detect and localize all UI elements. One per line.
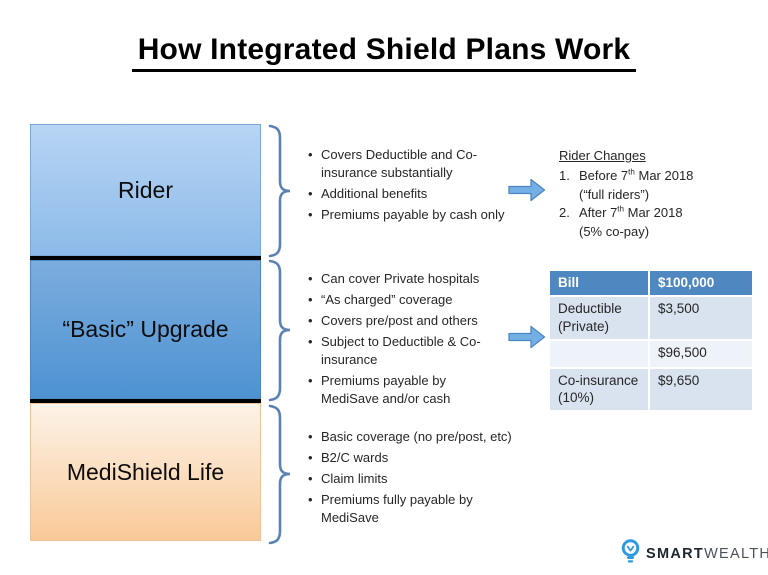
brace-icon [267, 404, 293, 545]
brace-icon [267, 124, 293, 258]
bullet-item: Covers Deductible and Co-insurance subst… [307, 146, 507, 182]
bullet-item: Premiums fully payable by MediSave [307, 491, 521, 527]
rider-changes-heading: Rider Changes [559, 148, 646, 163]
bullet-item: “As charged” coverage [307, 291, 507, 309]
right-arrow-icon [508, 177, 546, 203]
list-item-number: 2. [559, 205, 570, 221]
bill-table: Bill $100,000 Deductible (Private) $3,50… [548, 269, 754, 412]
lightbulb-icon [620, 538, 641, 570]
list-item-line: Before 7th Mar 2018 [579, 168, 694, 184]
list-item-note: (5% co-pay) [579, 223, 650, 239]
bullet-list-rider: Covers Deductible and Co-insurance subst… [307, 146, 507, 227]
bullet-item: Covers pre/post and others [307, 312, 507, 330]
bullet-item: Subject to Deductible & Co-insurance [307, 333, 507, 369]
layer-label-rider: Rider [118, 176, 173, 203]
page-title: How Integrated Shield Plans Work [131, 33, 637, 72]
table-cell: $9,650 [650, 368, 752, 411]
bullet-item: Premiums payable by cash only [307, 206, 507, 224]
logo-text-smart: SMART [646, 546, 705, 562]
layer-label-basic-upgrade: “Basic” Upgrade [62, 316, 229, 342]
table-cell: $3,500 [650, 297, 752, 339]
bullet-item: Claim limits [307, 470, 521, 488]
list-item: 1. Before 7th Mar 2018 (“full riders”) [559, 167, 761, 204]
right-arrow-icon [508, 324, 546, 350]
table-row: Deductible (Private) $3,500 [550, 297, 752, 339]
divider-line [30, 256, 261, 260]
bullet-list-medishield-life: Basic coverage (no pre/post, etc) B2/C w… [307, 428, 521, 530]
table-cell: $96,500 [650, 340, 752, 367]
smartwealth-logo: SMARTWEALTH [620, 538, 768, 570]
bullet-item: B2/C wards [307, 449, 521, 467]
title-wrap: How Integrated Shield Plans Work [0, 33, 768, 72]
bullet-list-basic-upgrade: Can cover Private hospitals “As charged”… [307, 270, 507, 411]
divider-line [30, 399, 261, 403]
list-item-body: After 7th Mar 2018 (5% co-pay) [579, 204, 683, 241]
logo-text: SMARTWEALTH [646, 546, 768, 562]
layer-label-medishield-life: MediShield Life [66, 458, 225, 485]
list-item: 2. After 7th Mar 2018 (5% co-pay) [559, 204, 761, 241]
layer-box-basic-upgrade: “Basic” Upgrade [30, 260, 261, 399]
plan-stack: Rider “Basic” Upgrade MediShield Life [30, 124, 261, 541]
brace-icon [267, 259, 293, 402]
table-cell [550, 340, 648, 367]
bullet-item: Additional benefits [307, 185, 507, 203]
layer-box-medishield-life: MediShield Life [30, 403, 261, 541]
table-cell: Deductible (Private) [550, 297, 648, 339]
table-header-cell: $100,000 [650, 271, 752, 295]
logo-text-wealth: WEALTH [704, 546, 768, 562]
rider-changes-note: Rider Changes 1. Before 7th Mar 2018 (“f… [559, 147, 761, 241]
layer-box-rider: Rider [30, 124, 261, 256]
table-cell: Co-insurance (10%) [550, 368, 648, 411]
bullet-item: Basic coverage (no pre/post, etc) [307, 428, 521, 446]
table-row: Co-insurance (10%) $9,650 [550, 368, 752, 411]
list-item-number: 1. [559, 168, 570, 184]
list-item-line: After 7th Mar 2018 [579, 205, 683, 221]
table-header-cell: Bill [550, 271, 648, 295]
bullet-item: Premiums payable by MediSave and/or cash [307, 372, 507, 408]
table-header-row: Bill $100,000 [550, 271, 752, 295]
table-row: $96,500 [550, 340, 752, 367]
list-item-note: (“full riders”) [579, 186, 650, 202]
bullet-item: Can cover Private hospitals [307, 270, 507, 288]
list-item-body: Before 7th Mar 2018 (“full riders”) [579, 167, 693, 204]
